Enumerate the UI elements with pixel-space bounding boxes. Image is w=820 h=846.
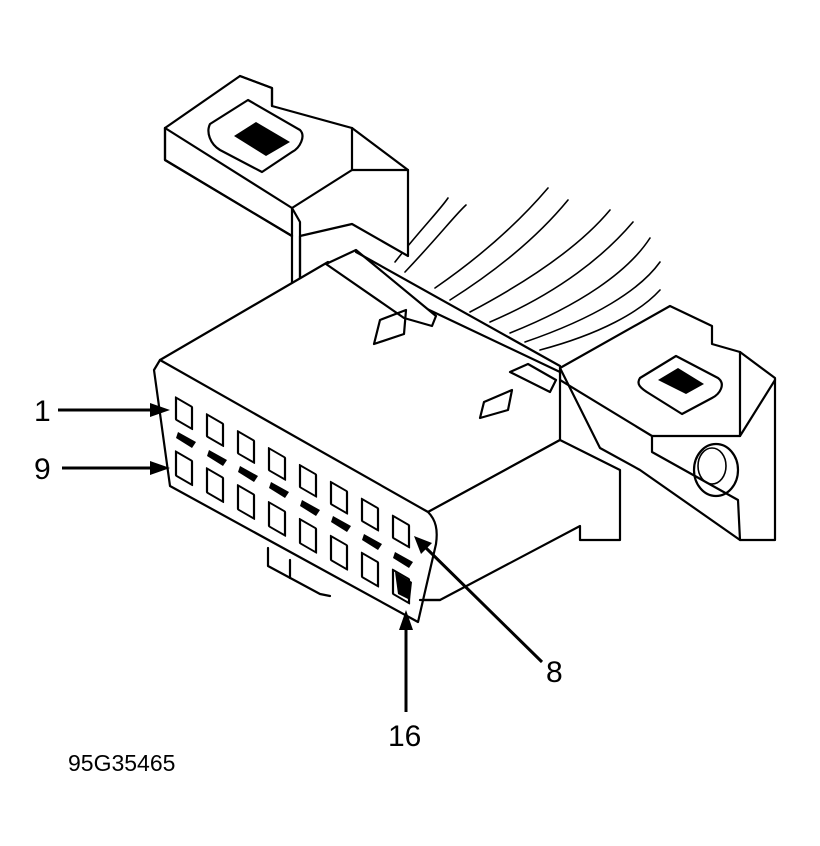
callout-pin8-label: 8 <box>546 656 563 689</box>
pin-cavities <box>174 396 413 605</box>
left-mounting-ear <box>163 74 410 288</box>
pin16-arrowhead <box>399 610 413 630</box>
cavity-row-top <box>174 396 411 549</box>
callout-pin9-label: 9 <box>34 453 51 486</box>
figure-id-label: 95G35465 <box>68 750 175 776</box>
right-mounting-ear <box>558 304 777 542</box>
callout-pin16-label: 16 <box>388 720 421 753</box>
callout-arrows <box>58 403 544 712</box>
pin8-arrowhead <box>414 536 432 554</box>
connector-body <box>152 248 622 624</box>
pin-contacts <box>176 432 413 600</box>
callout-pin1-label: 1 <box>34 395 51 428</box>
pin1-arrowhead <box>150 403 170 417</box>
pin9-arrowhead <box>150 461 170 475</box>
wire-bundle <box>394 187 661 351</box>
pin8-leader <box>422 544 544 664</box>
